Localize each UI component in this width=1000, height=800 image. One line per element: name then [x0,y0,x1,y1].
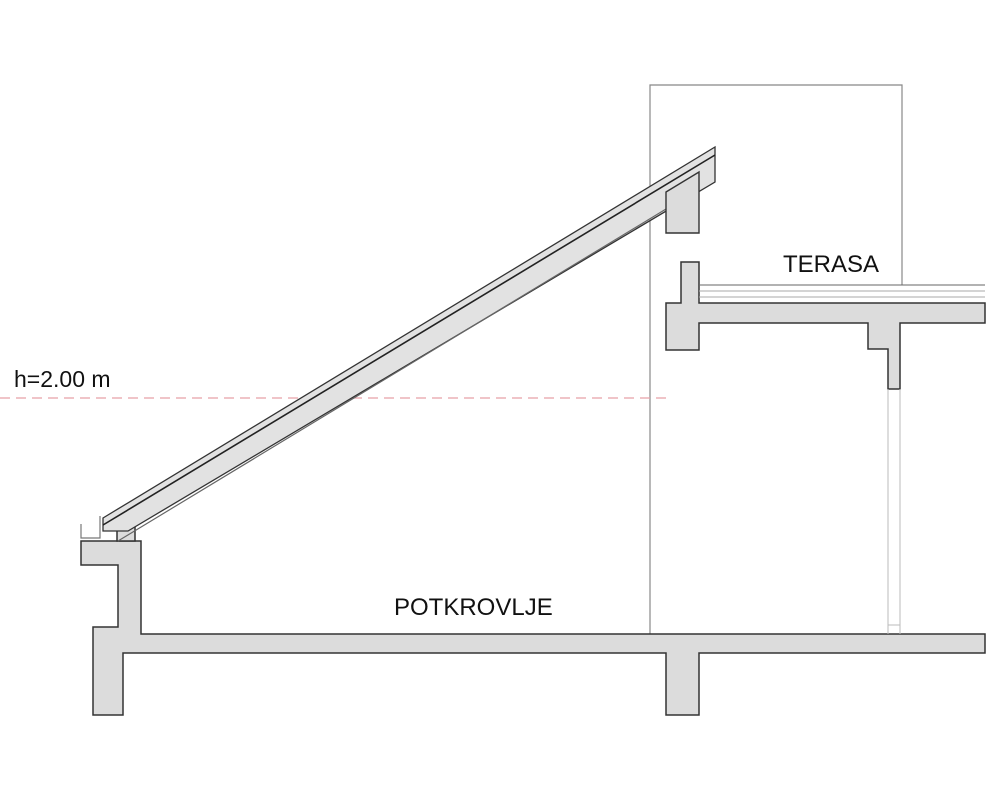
height-label: h=2.00 m [14,366,111,392]
upper-wall-block [665,170,700,234]
upper-volume-outline [649,84,903,634]
roof-layer-line [102,154,716,526]
window-glazing [887,389,901,634]
terrace-slab [665,261,986,390]
attic-label: POTKROVLJE [394,594,553,621]
left-wall-and-floor-slab [80,540,986,716]
gutter [80,516,101,539]
roof-soffit-line [117,188,700,542]
roof-slab [102,145,716,532]
terrace-floor-layers [699,284,985,298]
terrace-label: TERASA [783,251,880,278]
